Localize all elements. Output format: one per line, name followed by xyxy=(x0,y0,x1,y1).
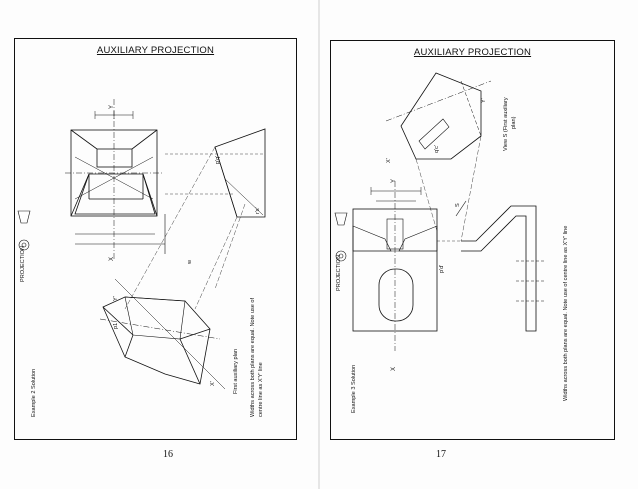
example-2-drawing xyxy=(17,99,266,390)
label-y1: Y' xyxy=(113,296,119,301)
left-page-frame: AUXILIARY PROJECTION xyxy=(14,38,297,440)
label-y: Y xyxy=(391,178,397,183)
page-gutter xyxy=(318,0,320,489)
plan-inner-trapezoid xyxy=(74,173,156,215)
left-note-line1: Widths across both plans are equal. Note… xyxy=(250,297,256,417)
left-note-line2: centre line as X'Y' line xyxy=(258,362,264,417)
label-p1: p1 xyxy=(113,322,119,329)
label-x: X xyxy=(109,256,115,261)
right-page: AUXILIARY PROJECTION xyxy=(320,0,638,489)
label-y: Y xyxy=(109,104,115,109)
right-note: Widths across both plans are equal. Note… xyxy=(563,225,569,401)
label-s: S xyxy=(455,203,461,207)
label-x1: X' xyxy=(210,381,216,386)
left-page-number: 16 xyxy=(163,449,173,460)
label-qc: q'c' xyxy=(434,144,440,153)
aux-plan-label: First auxiliary plan xyxy=(233,348,239,394)
right-page-title: AUXILIARY PROJECTION xyxy=(413,47,532,58)
right-side-label: PROJECTION xyxy=(336,254,342,291)
left-example-label: Example 2 Solution xyxy=(31,368,37,417)
label-x: X xyxy=(391,366,397,371)
label-y1: Y' xyxy=(481,98,487,103)
plan-top-rect xyxy=(96,148,133,168)
right-example-label: Example 3 Solution xyxy=(351,364,357,413)
label-pq: p'q' xyxy=(215,155,221,164)
plan-slot xyxy=(378,268,414,322)
label-pd: p'd' xyxy=(439,264,445,273)
right-page-frame: AUXILIARY PROJECTION xyxy=(330,40,615,440)
view-s-label-2: plan) xyxy=(511,116,517,129)
view-s-label-1: View S (First auxiliary xyxy=(503,97,509,151)
example-3-drawing xyxy=(334,72,546,351)
label-rs: r's' xyxy=(255,207,261,214)
elevation-outline xyxy=(214,128,266,218)
left-page: AUXILIARY PROJECTION xyxy=(0,0,318,489)
left-side-label: PROJECTION xyxy=(20,245,26,282)
right-page-number: 17 xyxy=(436,449,446,460)
view-s-outline xyxy=(400,72,482,160)
left-page-title: AUXILIARY PROJECTION xyxy=(96,45,215,56)
label-w: w xyxy=(187,259,193,264)
label-x1: X' xyxy=(386,158,392,163)
elevation-bent-bar xyxy=(461,205,537,332)
